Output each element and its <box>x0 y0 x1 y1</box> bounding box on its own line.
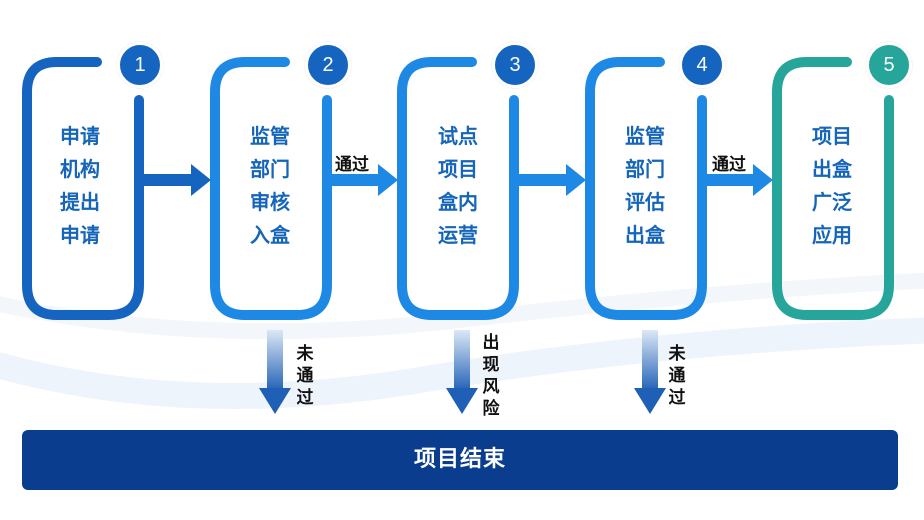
exit-2-label: 出现风险 <box>482 333 500 419</box>
connector-2-shaft <box>327 174 380 186</box>
project-end-bar: 项目结束 <box>22 430 898 490</box>
exit-2-shaft <box>454 330 470 392</box>
step-4-badge: 4 <box>679 42 725 88</box>
step-2-frame <box>210 57 332 320</box>
step-2-badge: 2 <box>305 42 351 88</box>
step-5-badge: 5 <box>866 42 912 88</box>
connector-1-head <box>191 164 211 196</box>
exit-2-head <box>446 388 478 414</box>
exit-1-label: 未通过 <box>296 344 314 408</box>
step-2-text: 监管部门审核入盒 <box>250 124 290 247</box>
step-1-frame <box>22 57 144 320</box>
step-4-text: 监管部门评估出盒 <box>625 124 665 247</box>
connector-3-head <box>566 164 586 196</box>
step-3-text: 试点项目盒内运营 <box>438 124 478 247</box>
step-5-frame <box>772 57 894 320</box>
step-3-badge: 3 <box>492 42 538 88</box>
connector-4-shaft <box>702 174 755 186</box>
exit-1-shaft <box>267 330 283 392</box>
connector-2-label: 通过 <box>335 155 369 175</box>
connector-3-shaft <box>514 174 568 186</box>
step-4-frame <box>585 57 707 320</box>
exit-1-head <box>259 388 291 414</box>
exit-3-shaft <box>642 330 658 392</box>
connector-2-head <box>378 164 398 196</box>
step-1-text: 申请机构提出申请 <box>60 124 100 247</box>
step-5-text: 项目出盒广泛应用 <box>812 124 852 247</box>
exit-3-head <box>634 388 666 414</box>
step-3-frame <box>397 57 519 320</box>
connector-1-shaft <box>139 174 193 186</box>
step-1-badge: 1 <box>117 42 163 88</box>
exit-3-label: 未通过 <box>668 344 686 408</box>
connector-4-head <box>753 164 773 196</box>
connector-4-label: 通过 <box>712 155 746 175</box>
